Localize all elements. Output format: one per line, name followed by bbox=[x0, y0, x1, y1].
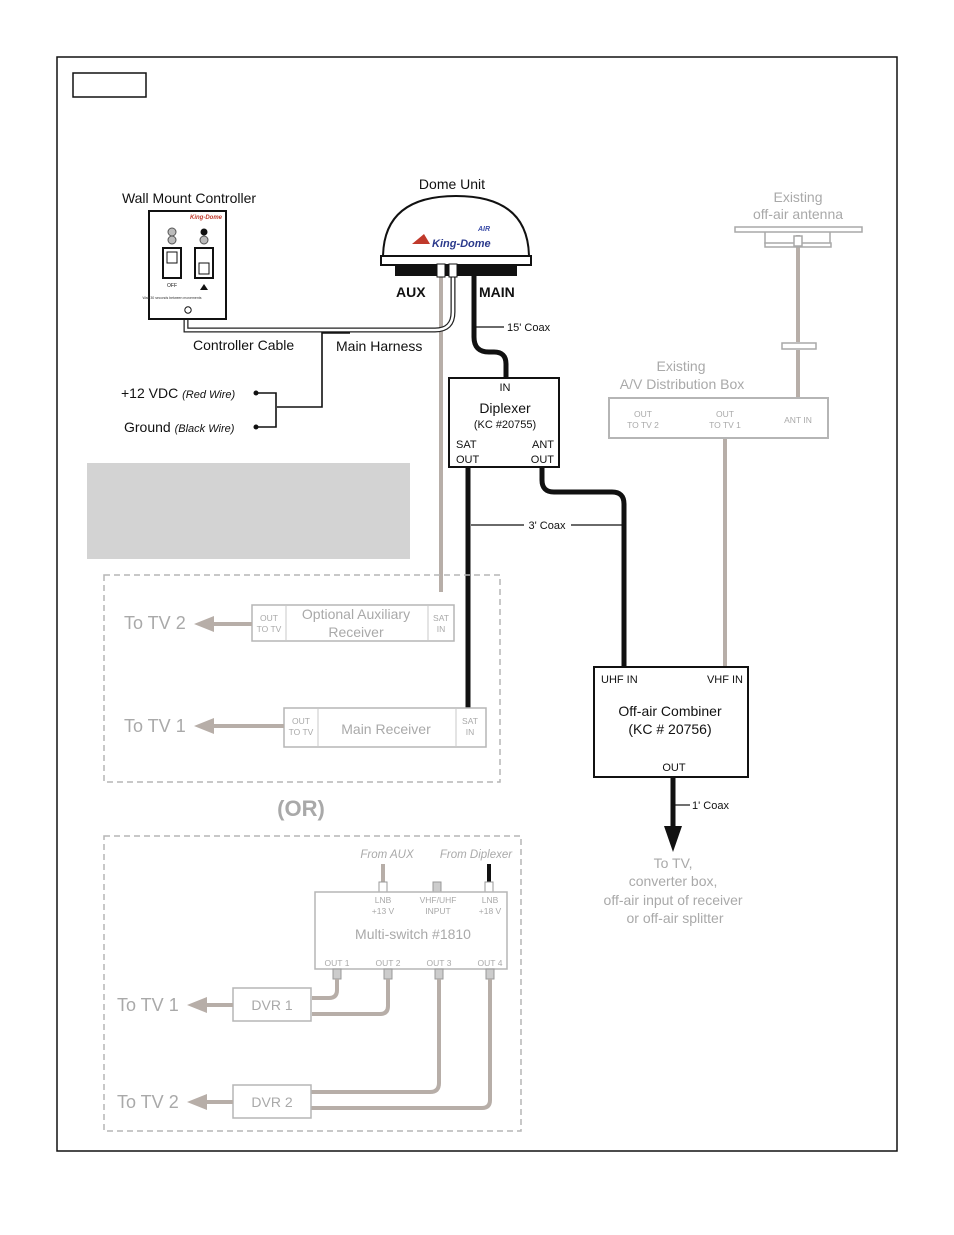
combiner-name: Off-air Combiner bbox=[618, 703, 722, 719]
ground-label: Ground (Black Wire) bbox=[124, 419, 235, 435]
diplexer-name: Diplexer bbox=[479, 400, 531, 416]
from-diplexer-label: From Diplexer bbox=[440, 849, 513, 861]
svg-text:AIR: AIR bbox=[477, 226, 490, 233]
vdc-label: +12 VDC (Red Wire) bbox=[121, 385, 236, 401]
coax-3 bbox=[539, 466, 627, 667]
svg-text:ANT IN: ANT IN bbox=[784, 415, 812, 425]
wall-controller bbox=[148, 210, 227, 320]
or-label: (OR) bbox=[277, 796, 325, 821]
svg-text:UHF IN: UHF IN bbox=[601, 674, 638, 686]
svg-text:OUT 2: OUT 2 bbox=[376, 958, 401, 968]
up-arrow-icon bbox=[200, 284, 208, 290]
svg-text:LNB+18 V: LNB+18 V bbox=[479, 895, 502, 916]
from-aux-label: From AUX bbox=[360, 849, 415, 861]
note-block bbox=[87, 463, 410, 559]
svg-text:IN: IN bbox=[500, 382, 511, 394]
main-harness-label: Main Harness bbox=[336, 338, 422, 354]
controller-cable-label: Controller Cable bbox=[193, 337, 294, 353]
dvr2 bbox=[232, 1084, 312, 1119]
destination-text: To TV, converter box, off-air input of r… bbox=[604, 855, 747, 926]
diplexer-box bbox=[448, 377, 560, 468]
svg-text:OFF: OFF bbox=[167, 283, 177, 289]
dvr1-to-tv1: To TV 1 bbox=[117, 995, 179, 1015]
dome-title: Dome Unit bbox=[419, 176, 485, 192]
svg-text:Multi-switch #1810: Multi-switch #1810 bbox=[355, 926, 471, 942]
coax-1-label: 1' Coax bbox=[692, 800, 729, 812]
antenna-icon bbox=[734, 226, 863, 350]
svg-text:OUT 1: OUT 1 bbox=[325, 958, 350, 968]
dvr2-to-tv2: To TV 2 bbox=[117, 1092, 179, 1112]
svg-text:King-Dome: King-Dome bbox=[190, 215, 223, 221]
svg-text:OUT: OUT bbox=[662, 762, 686, 774]
combiner-box bbox=[593, 666, 749, 778]
svg-text:DVR 2: DVR 2 bbox=[251, 1094, 292, 1110]
coax-3-label: 3' Coax bbox=[529, 520, 566, 532]
svg-text:OUT 4: OUT 4 bbox=[478, 958, 503, 968]
av-box bbox=[608, 397, 829, 439]
page-frame bbox=[56, 56, 898, 1152]
power-leads bbox=[256, 392, 277, 428]
coax-15 bbox=[471, 266, 509, 378]
dvr1 bbox=[232, 987, 312, 1022]
svg-text:(KC # 20756): (KC # 20756) bbox=[628, 721, 711, 737]
svg-text:VHF IN: VHF IN bbox=[707, 674, 743, 686]
svg-text:LNB+13 V: LNB+13 V bbox=[372, 895, 395, 916]
figure-tag-box bbox=[72, 72, 147, 98]
wall-controller-title: Wall Mount Controller bbox=[122, 190, 256, 206]
option-b-group bbox=[103, 835, 522, 1132]
svg-text:OUT 3: OUT 3 bbox=[427, 958, 452, 968]
svg-text:DVR 1: DVR 1 bbox=[251, 997, 292, 1013]
svg-text:Main Receiver: Main Receiver bbox=[341, 721, 431, 737]
svg-text:Wait 30 seconds between moveme: Wait 30 seconds between movements bbox=[142, 296, 201, 300]
coax-15-label: 15' Coax bbox=[507, 322, 551, 334]
main-to-tv1: To TV 1 bbox=[124, 716, 186, 736]
svg-text:(KC #20755): (KC #20755) bbox=[474, 419, 536, 431]
main-label: MAIN bbox=[479, 284, 515, 300]
option-a-group bbox=[103, 574, 501, 783]
dome-logo: King-Dome bbox=[432, 238, 491, 250]
aux-label: AUX bbox=[396, 284, 426, 300]
multiswitch bbox=[314, 891, 508, 970]
aux-to-tv2: To TV 2 bbox=[124, 613, 186, 633]
